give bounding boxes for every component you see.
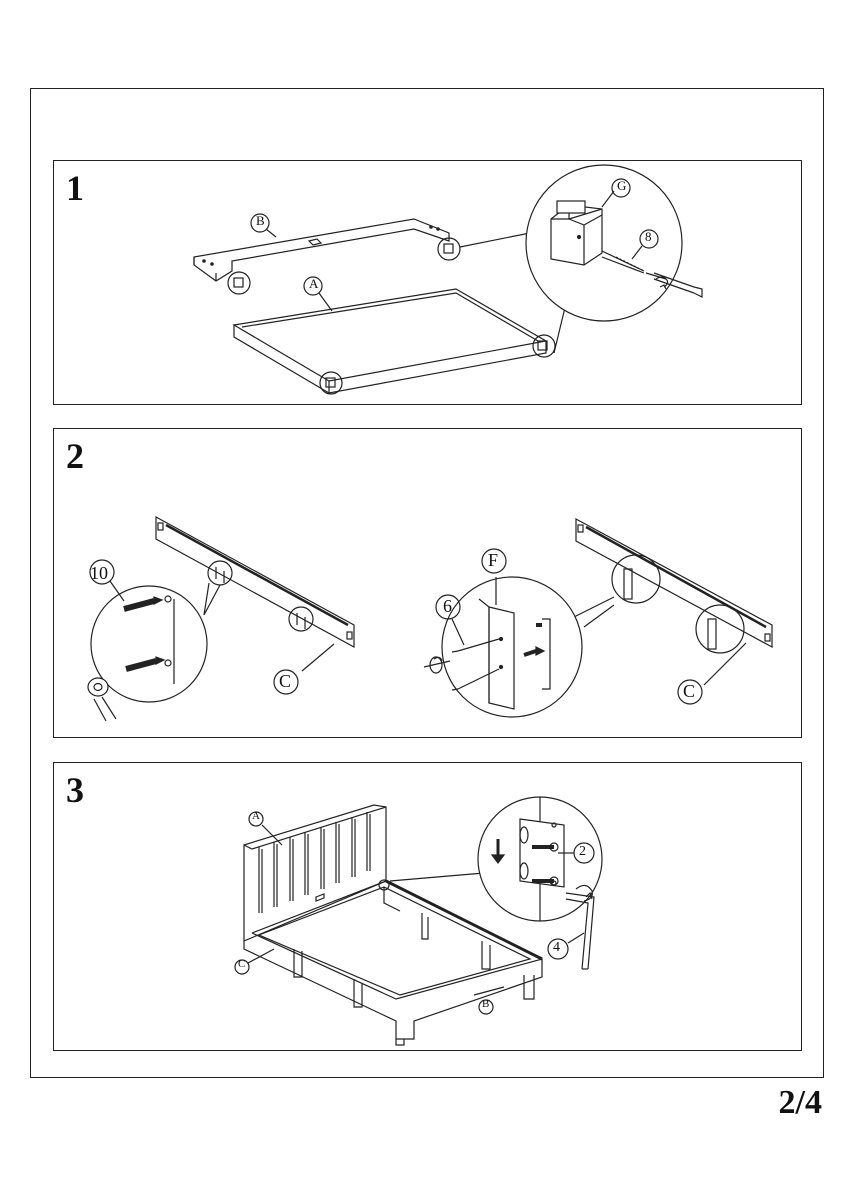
label-c-right: C (683, 681, 696, 701)
callout-2 (558, 842, 595, 864)
detail-circle (611, 554, 661, 604)
label-b: B (256, 213, 265, 228)
label-6: 6 (443, 596, 452, 616)
panel-a (232, 288, 548, 394)
step-1-illustration (193, 164, 703, 395)
step-2-panel: 2 (53, 428, 802, 738)
label-a: A (252, 810, 260, 822)
callout-b (473, 986, 505, 1015)
callout-10 (89, 559, 125, 602)
zoom-detail-bracket (477, 796, 603, 922)
zoom-detail-bracket (525, 164, 683, 322)
allen-key-icon (565, 884, 595, 970)
label-10: 10 (90, 563, 108, 583)
step-number: 2 (66, 436, 84, 476)
step-number: 3 (66, 770, 84, 810)
side-rail-c-right (575, 517, 773, 649)
bed-frame (243, 872, 543, 1046)
label-f: F (488, 550, 499, 570)
callout-6 (435, 594, 465, 646)
detail-circle (319, 371, 343, 395)
label-8: 8 (645, 229, 652, 244)
step-3-illustration (234, 796, 603, 1046)
detail-circle (207, 560, 233, 586)
label-a: A (309, 276, 319, 291)
callout-f (481, 548, 507, 605)
callout-c (234, 948, 275, 975)
zoom-detail-bracket-f (441, 576, 615, 718)
label-c: C (238, 958, 246, 970)
detail-circle (288, 606, 314, 632)
detail-circle (437, 237, 461, 261)
side-rail-c-left (155, 515, 355, 649)
label-c-left: C (279, 671, 292, 691)
step-1-panel: 1 (53, 160, 802, 405)
callout-b (250, 213, 277, 238)
detail-circle (532, 334, 556, 358)
callout-c-right (677, 642, 747, 705)
callout-c-left (273, 643, 335, 695)
page-frame (30, 88, 824, 1078)
detail-circle (227, 271, 251, 295)
step-3-panel: 3 (53, 762, 802, 1051)
label-b: B (482, 998, 490, 1010)
label-4: 4 (553, 940, 560, 955)
callout-g (601, 178, 631, 208)
frame-b (193, 218, 450, 282)
screwdriver-icon (645, 272, 703, 298)
detail-circle (695, 604, 745, 654)
callout-a (248, 811, 283, 846)
callout-a (303, 276, 333, 312)
step-2-illustration (87, 515, 773, 722)
callout-4 (547, 932, 585, 960)
page-number: 2/4 (778, 1084, 822, 1121)
label-2: 2 (579, 844, 586, 859)
headboard-a (243, 804, 387, 942)
zoom-detail-dowels (87, 582, 221, 722)
screwdriver-icon (423, 656, 451, 674)
callout-8 (631, 229, 659, 260)
label-g: G (617, 178, 627, 193)
step-number: 1 (66, 168, 84, 208)
